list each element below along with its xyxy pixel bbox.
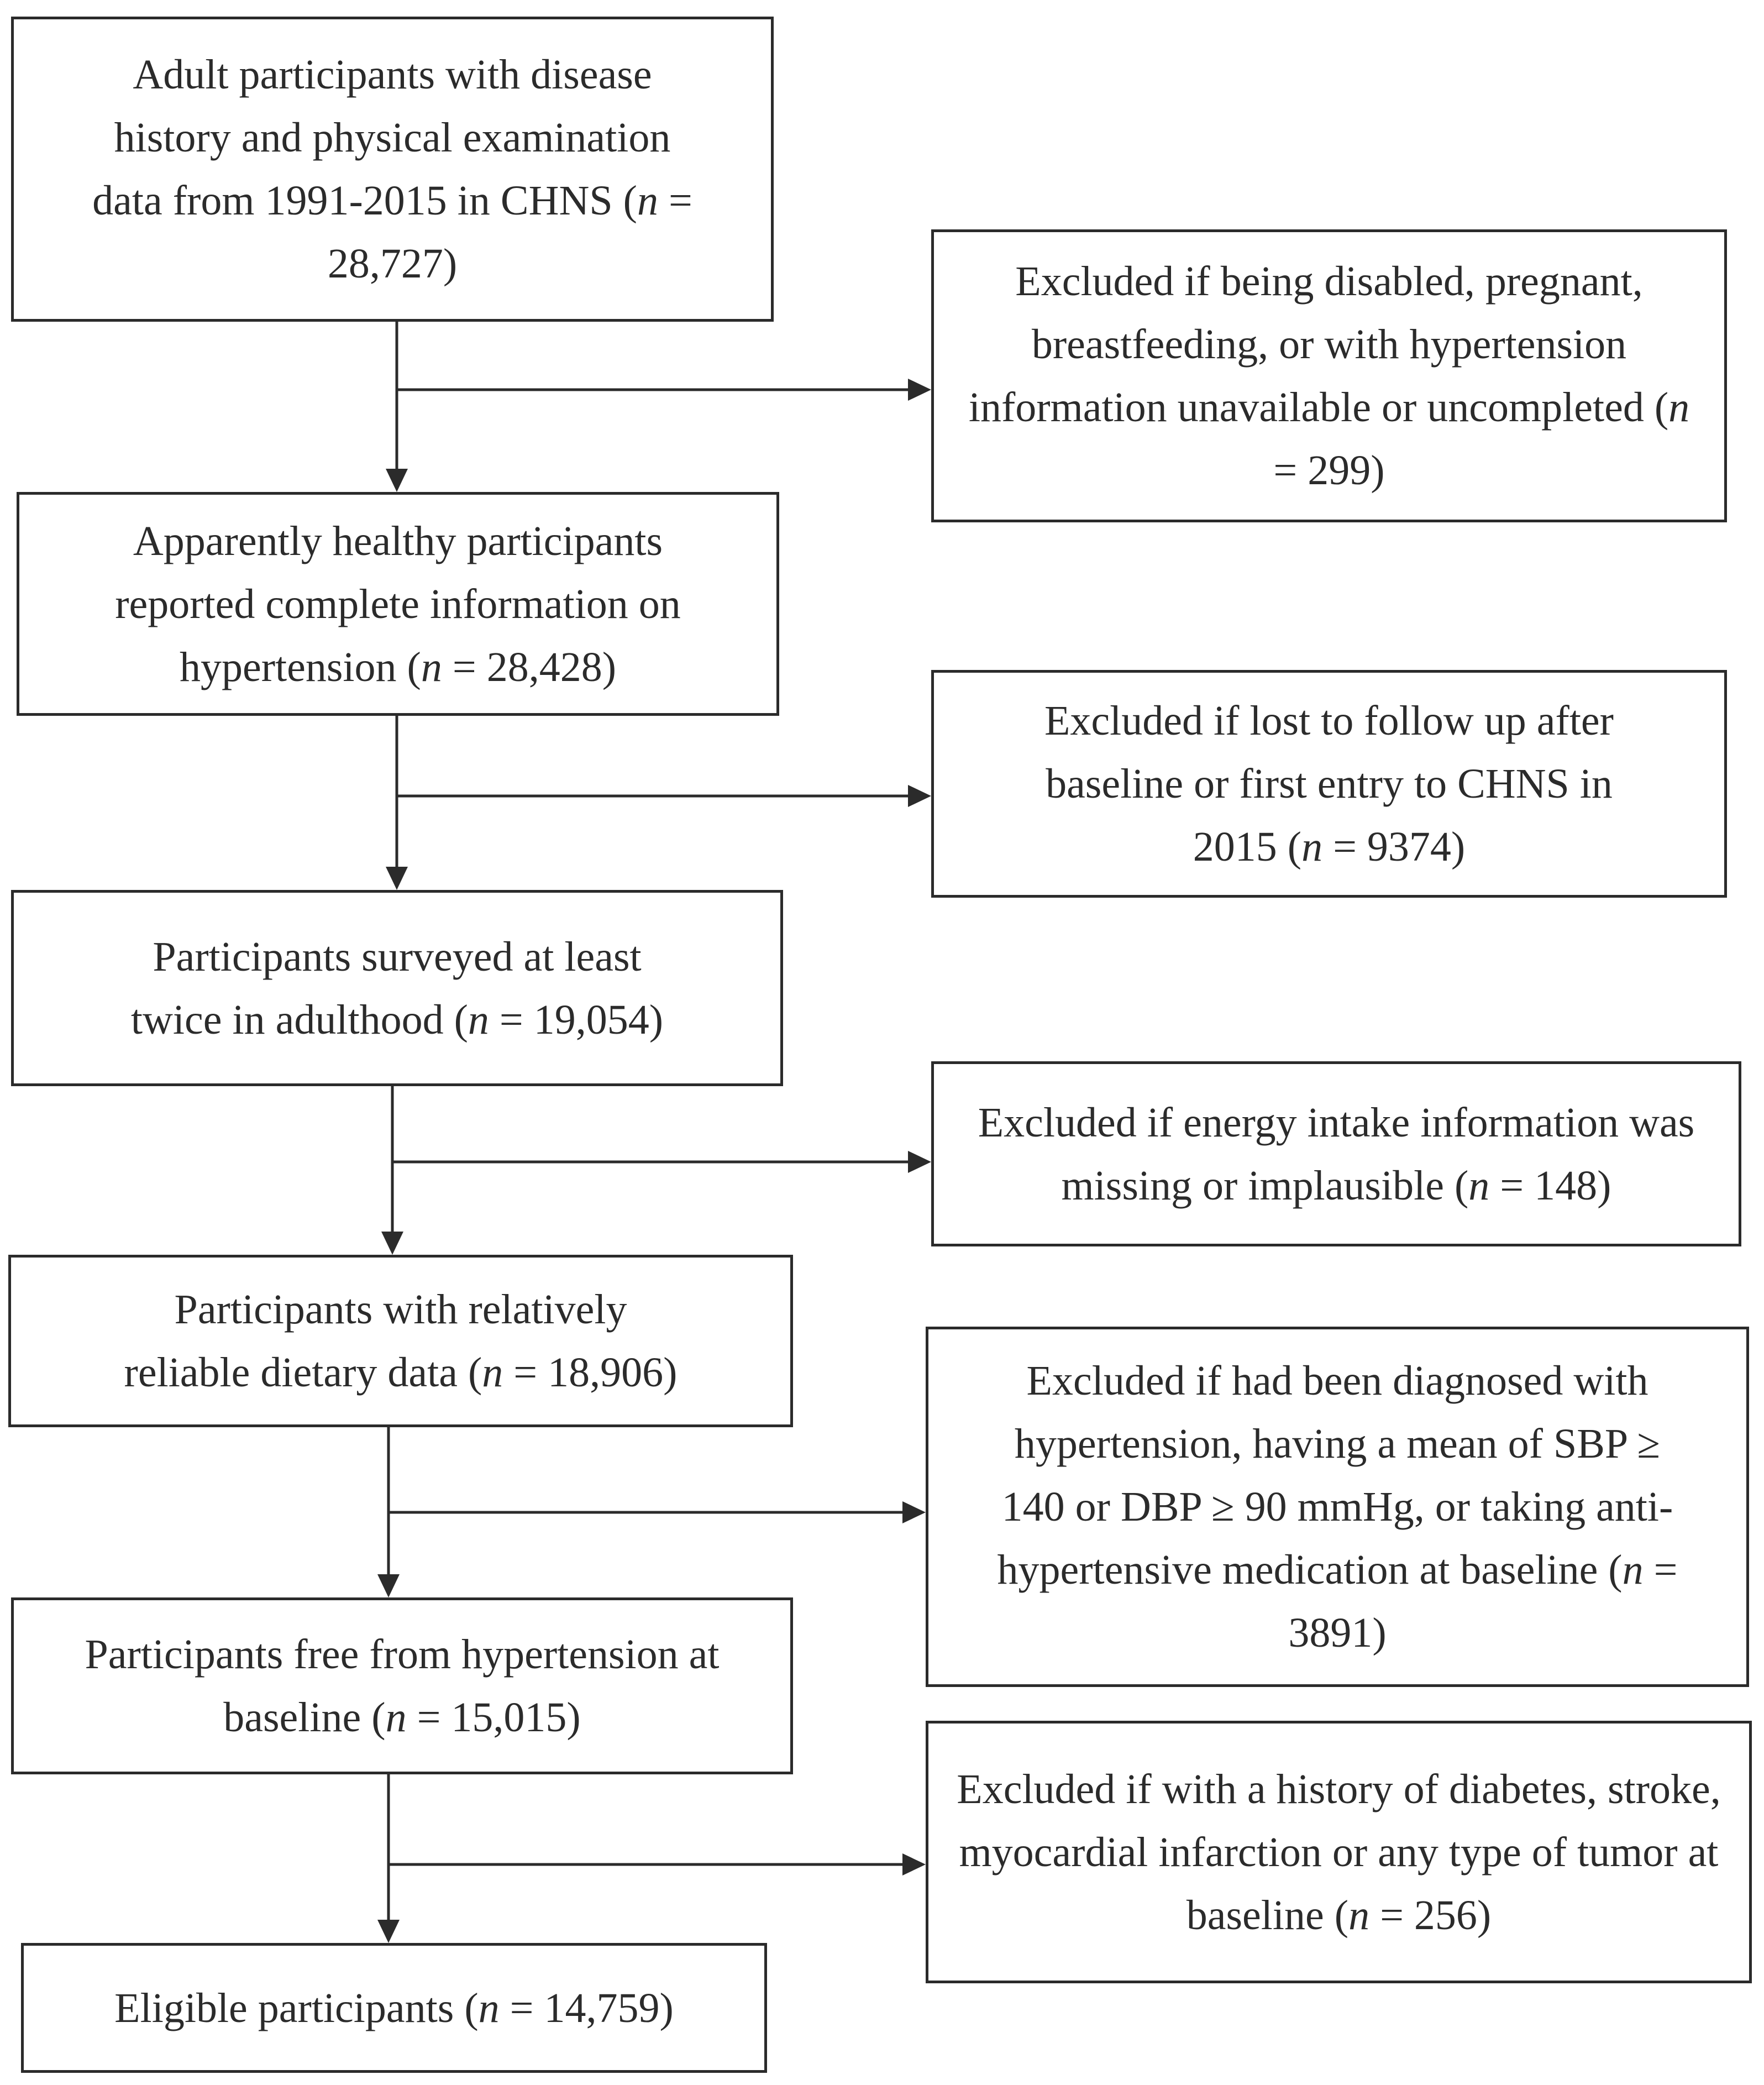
exclusion-arrow-3-head [908,1151,931,1173]
down-arrow-2-head [386,867,408,890]
down-arrow-3-head [381,1232,403,1255]
exclusion-box-1: Excluded if being disabled, pregnant, br… [931,229,1727,522]
main-box-3-text: Participants surveyed at least twice in … [130,933,664,1043]
main-box-6-text: Eligible participants (n = 14,759) [114,1984,674,2031]
main-box-4: Participants with relatively reliable di… [8,1255,793,1427]
exclusion-box-4-text: Excluded if had been diagnosed with hype… [997,1358,1678,1656]
exclusion-box-3: Excluded if energy intake information wa… [931,1061,1741,1246]
main-box-5: Participants free from hypertension at b… [11,1597,793,1774]
main-box-3: Participants surveyed at least twice in … [11,890,783,1086]
main-box-6: Eligible participants (n = 14,759) [21,1943,767,2073]
main-box-1-text: Adult participants with disease history … [92,51,692,287]
down-arrow-4-head [377,1574,400,1597]
exclusion-box-5-text: Excluded if with a history of diabetes, … [957,1766,1721,1939]
exclusion-arrow-2-head [908,785,931,807]
exclusion-arrow-1-head [908,379,931,401]
exclusion-box-3-text: Excluded if energy intake information wa… [978,1099,1695,1209]
down-arrow-5-head [377,1920,400,1943]
main-box-4-text: Participants with relatively reliable di… [124,1286,678,1396]
main-box-5-text: Participants free from hypertension at b… [85,1631,720,1741]
exclusion-box-5: Excluded if with a history of diabetes, … [926,1721,1752,1983]
down-arrow-1-head [386,469,408,492]
exclusion-box-4: Excluded if had been diagnosed with hype… [926,1327,1749,1687]
exclusion-arrow-5-head [902,1853,926,1876]
main-box-1: Adult participants with disease history … [11,17,774,322]
main-box-2: Apparently healthy participants reported… [17,492,779,716]
exclusion-box-1-text: Excluded if being disabled, pregnant, br… [968,258,1690,494]
exclusion-box-2: Excluded if lost to follow up after base… [931,670,1727,898]
main-box-2-text: Apparently healthy participants reported… [115,517,681,690]
exclusion-box-2-text: Excluded if lost to follow up after base… [1044,698,1614,870]
exclusion-arrow-4-head [902,1501,926,1523]
